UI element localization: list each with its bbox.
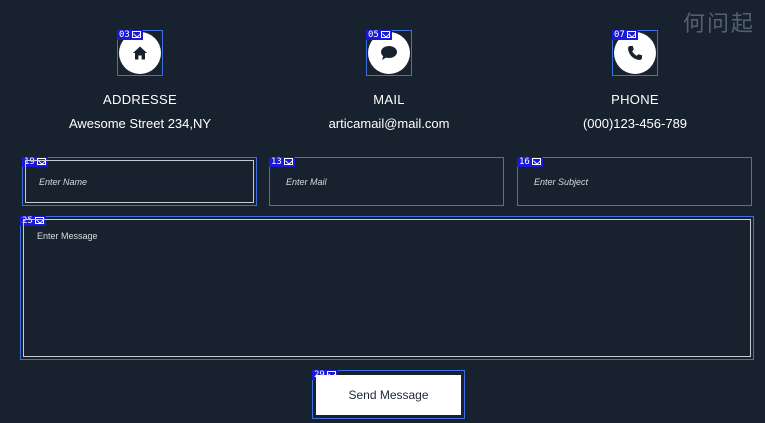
mail-field-wrapper: 13 [269, 157, 504, 206]
mail-label: MAIL [373, 92, 405, 107]
phone-icon-box: 07 [612, 30, 658, 76]
name-input[interactable] [23, 158, 256, 205]
address-label: ADDRESSE [103, 92, 177, 107]
send-button-wrapper: 29 Send Message [312, 370, 465, 419]
subject-input[interactable] [518, 158, 751, 205]
watermark: 何问起 [682, 12, 755, 37]
element-tag: 03 [117, 30, 143, 40]
contact-phone: 07 PHONE (000)123-456-789 [535, 26, 735, 131]
address-value: Awesome Street 234,NY [68, 116, 212, 131]
subject-field-wrapper: 16 [517, 157, 752, 206]
address-icon-box: 03 [117, 30, 163, 76]
message-textarea[interactable] [21, 217, 753, 359]
contact-address: 03 ADDRESSE Awesome Street 234,NY [40, 26, 240, 131]
mail-input[interactable] [270, 158, 503, 205]
send-message-button[interactable]: Send Message [316, 375, 461, 415]
element-tag: 05 [366, 30, 392, 40]
element-tag: 07 [612, 30, 638, 40]
phone-value: (000)123-456-789 [582, 116, 688, 131]
message-field-wrapper: 25 [20, 216, 754, 360]
phone-label: PHONE [611, 92, 659, 107]
contact-mail: 05 MAIL articamail@mail.com [289, 26, 489, 131]
mail-icon-box: 05 [366, 30, 412, 76]
mail-value: articamail@mail.com [328, 116, 450, 131]
name-field-wrapper: 19 [22, 157, 257, 206]
